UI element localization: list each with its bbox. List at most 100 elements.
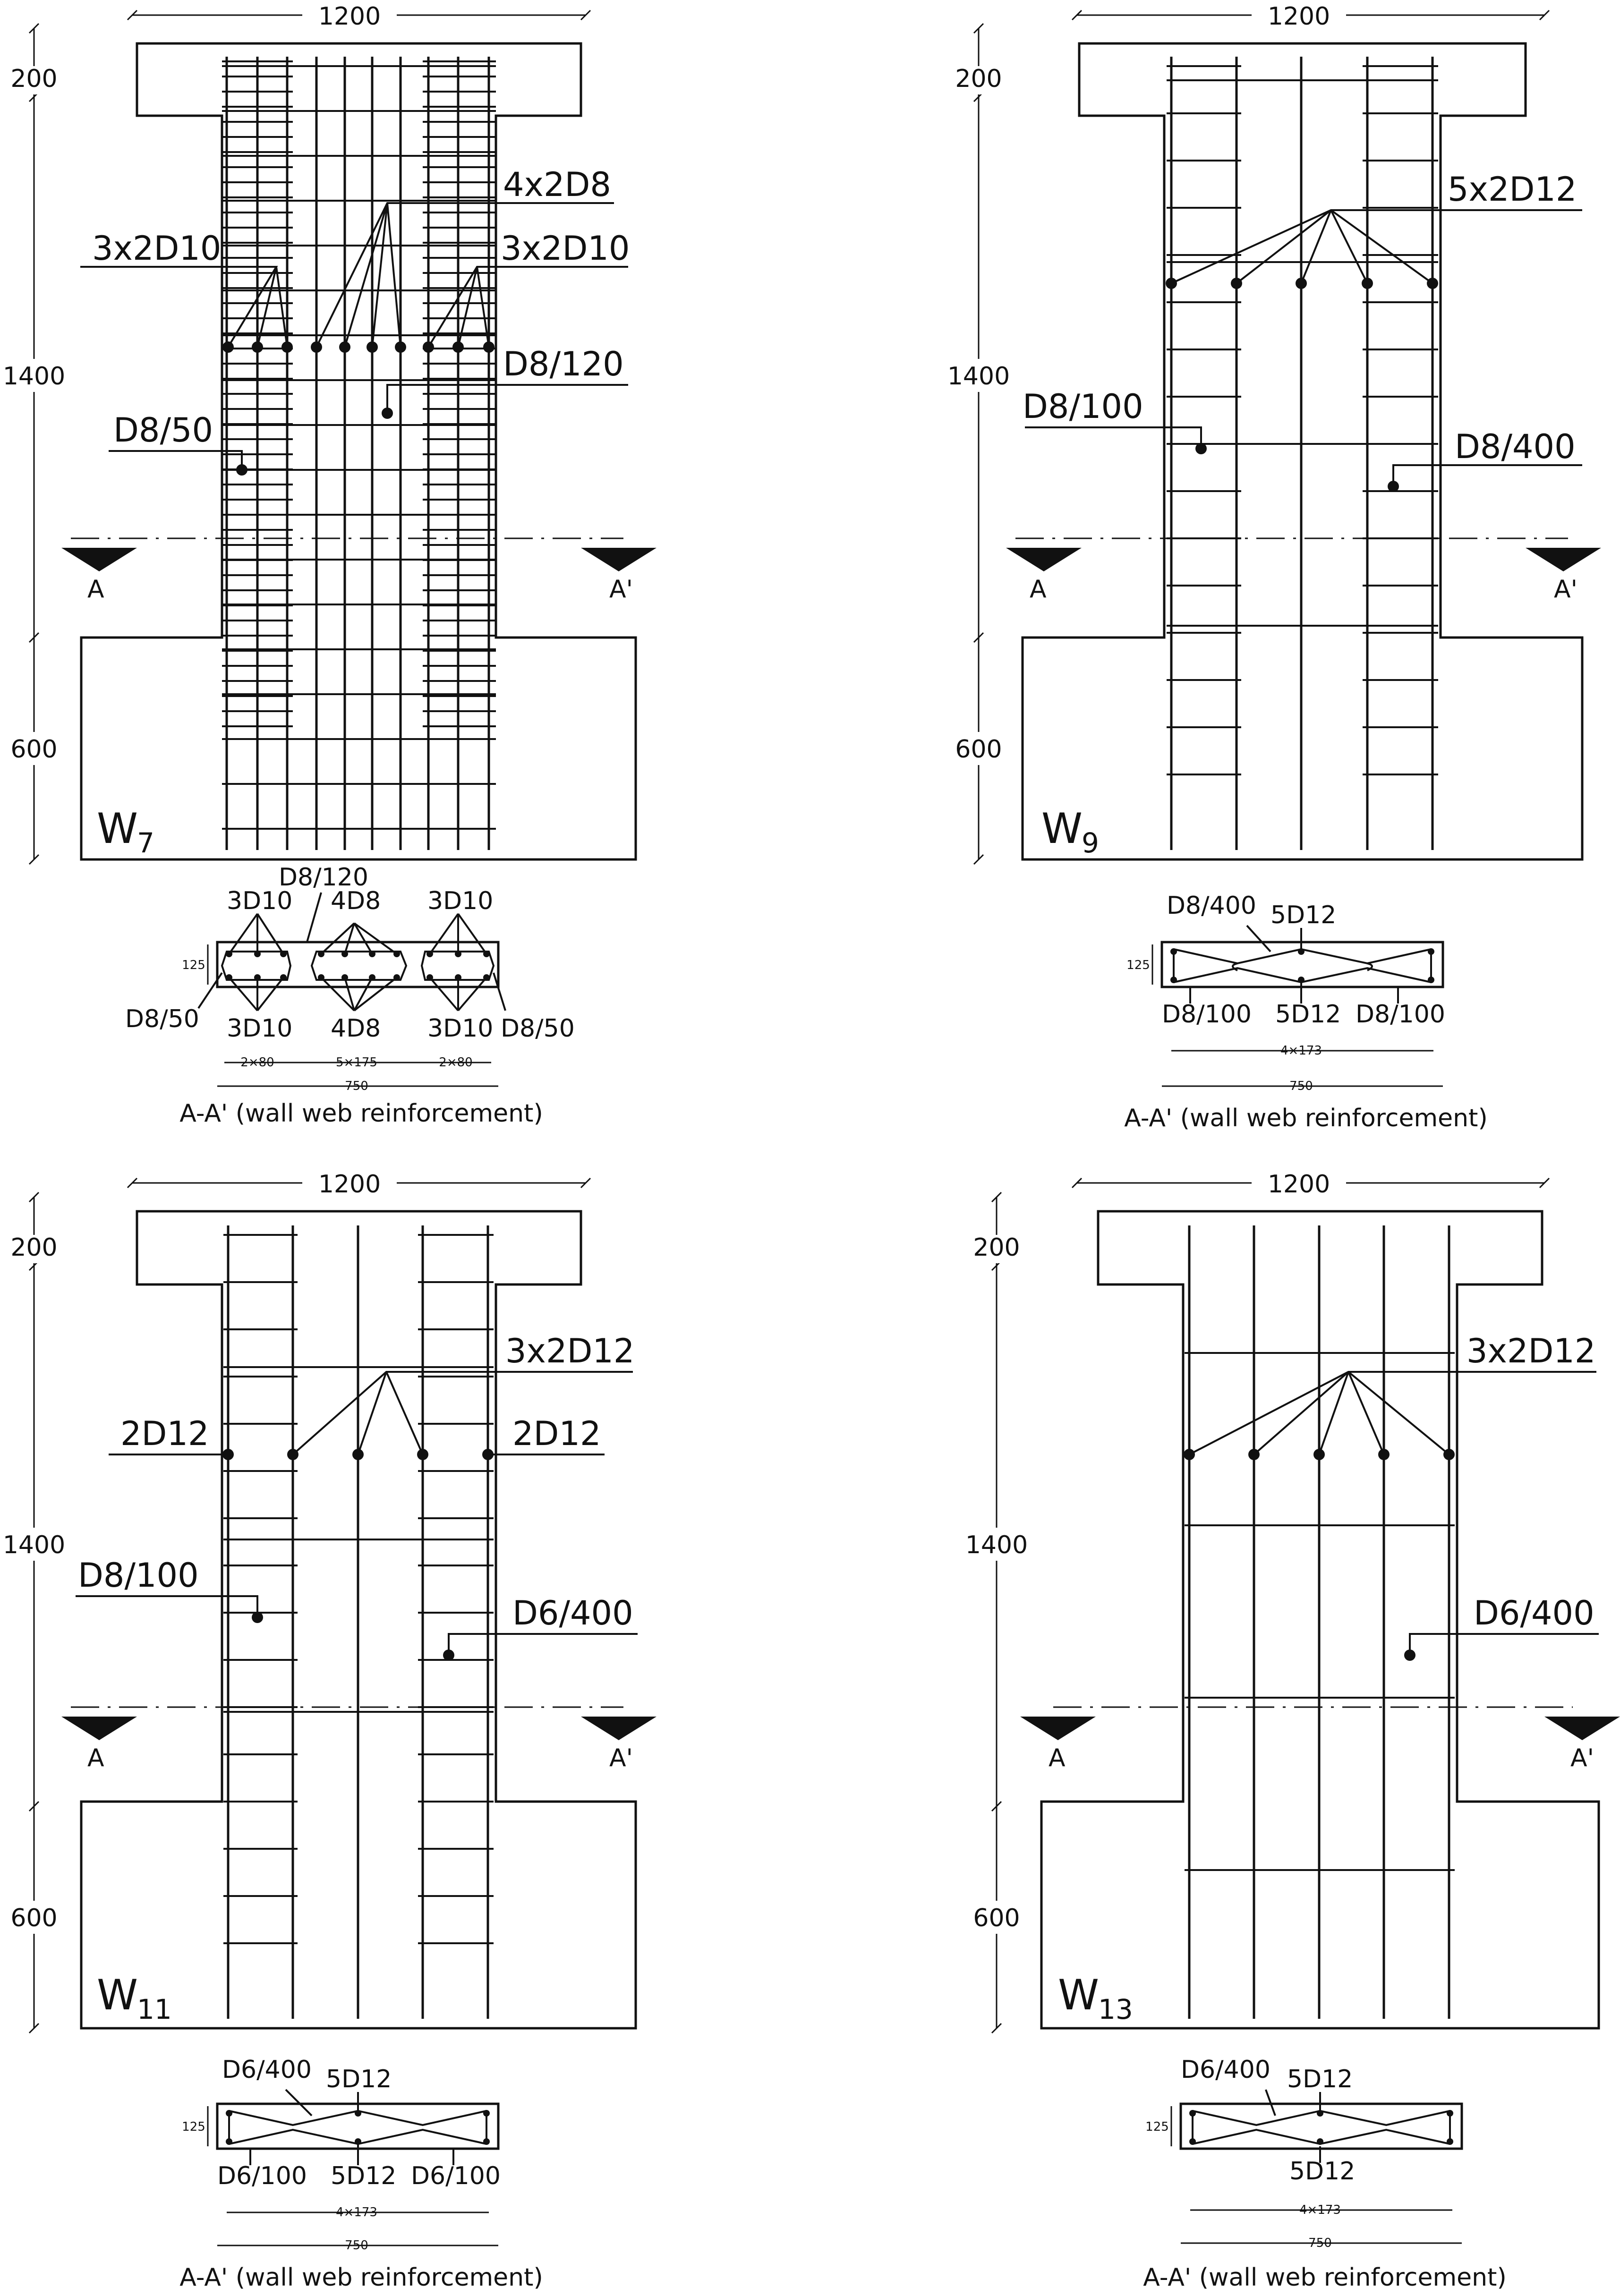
section-top-label-1: D8/400: [1167, 892, 1256, 920]
section-caption: A-A' (wall web reinforcement): [1124, 1104, 1487, 1132]
specimen-title-subscript: 7: [137, 827, 154, 859]
vertical-bars: [1188, 1225, 1450, 2019]
section-top-label-2: 5D12: [326, 2065, 392, 2093]
middle-bars-label: 3x2D12: [505, 1332, 634, 1370]
section-bottom-label-3: 4D8: [331, 1014, 381, 1043]
width-dim-label: 1200: [1268, 2, 1330, 31]
section-mark-left: A: [87, 575, 104, 604]
wall-outline: [1021, 42, 1584, 861]
section-bottom-label-2: 5D12: [1275, 1000, 1341, 1029]
section-bottom-label-3: D8/100: [1356, 1000, 1445, 1029]
panel-w9: 1200 200 1400 600 A A': [947, 1, 1601, 1132]
section-top-label-2: D8/120: [279, 863, 368, 892]
section-top-label-2: 5D12: [1287, 2065, 1353, 2093]
section-caption: A-A' (wall web reinforcement): [179, 1099, 543, 1128]
end-bars-left-label: 2D12: [120, 1414, 209, 1453]
cross-section-w13: D6/400 5D12 5D12 125 4×173 750 A-A' (wal…: [1143, 2056, 1506, 2292]
section-caption: A-A' (wall web reinforcement): [1143, 2263, 1506, 2292]
specimen-title: W: [1058, 1971, 1099, 2019]
top-height-dim-label: 200: [955, 65, 1002, 93]
bottom-height-dim-label: 600: [10, 1904, 57, 1932]
end-ties-label: D8/50: [113, 411, 213, 450]
middle-height-dim-label: 1400: [3, 1531, 65, 1559]
section-bottom-label-5: D8/50: [501, 1014, 575, 1043]
section-dim-part-1: 2×80: [240, 1055, 274, 1070]
section-dim-part-3: 2×80: [439, 1055, 472, 1070]
section-arrow-right-icon: [581, 548, 657, 571]
section-bottom-label-1: D6/100: [217, 2162, 307, 2190]
section-bottom-label-1: D8/100: [1162, 1000, 1252, 1029]
section-dim-part-2: 5×175: [336, 1055, 377, 1070]
section-arrow-right-icon: [581, 1717, 657, 1740]
specimen-title: W: [1041, 804, 1083, 853]
vertical-bars: [1170, 57, 1434, 850]
section-dim-total: 750: [345, 2238, 368, 2253]
section-dim-part-1: 4×173: [1299, 2203, 1341, 2217]
bottom-height-dim-label: 600: [973, 1904, 1020, 1932]
specimen-title-subscript: 11: [137, 1993, 172, 2025]
end-ties-label: D8/100: [78, 1556, 199, 1595]
section-dim-part-1: 4×173: [336, 2205, 377, 2219]
width-dim-label: 1200: [318, 1170, 381, 1199]
section-bottom-label-1: 5D12: [1289, 2157, 1355, 2185]
top-height-dim-label: 200: [973, 1233, 1020, 1262]
section-mark-right: A': [609, 575, 633, 604]
top-height-dim-label: 200: [10, 1233, 57, 1262]
web-ties-label: D8/120: [503, 345, 624, 383]
cross-section-w9: D8/400 5D12 D8/100 5D12 D8/100 125 4×173…: [1124, 892, 1487, 1132]
web-ties: [1185, 1352, 1455, 1871]
wall-outline: [1040, 1210, 1600, 2030]
end-bars-right-label: 2D12: [512, 1414, 601, 1453]
panel-w13: 1200 200 1400 600 A A': [965, 1169, 1620, 2292]
section-mark-right: A': [609, 1744, 633, 1772]
specimen-title: W: [97, 804, 138, 853]
section-top-label-1: D6/400: [1181, 2056, 1270, 2084]
end-bars-left-label: 3x2D10: [92, 229, 221, 268]
section-thickness-label: 125: [182, 2120, 205, 2134]
section-top-label-3: 4D8: [331, 887, 381, 915]
vertical-bars-label: 5x2D12: [1448, 170, 1577, 209]
section-mark-left: A: [1049, 1744, 1066, 1772]
width-dim-label: 1200: [1268, 1170, 1330, 1199]
section-arrow-left-icon: [61, 548, 137, 571]
cross-section-w11: D6/400 5D12 D6/100 5D12 D6/100 125 4×173…: [179, 2056, 543, 2292]
section-caption: A-A' (wall web reinforcement): [179, 2263, 543, 2292]
specimen-title-subscript: 13: [1098, 1993, 1133, 2025]
end-ties-label: D8/100: [1023, 387, 1143, 426]
section-top-label-1: D6/400: [222, 2056, 312, 2084]
section-mark-left: A: [87, 1744, 104, 1772]
section-arrow-right-icon: [1526, 548, 1601, 571]
end-bars-right-label: 3x2D10: [501, 229, 630, 268]
middle-height-dim-label: 1400: [965, 1531, 1028, 1559]
middle-height-dim-label: 1400: [947, 362, 1010, 391]
section-mark-left: A: [1030, 575, 1047, 604]
section-thickness-label: 125: [1145, 2120, 1169, 2134]
wall-outline: [80, 1210, 637, 2030]
section-arrow-left-icon: [61, 1717, 137, 1740]
web-bars-label: 4x2D8: [503, 165, 611, 204]
panel-w11: 1200 200 1400 600 A A': [3, 1169, 657, 2292]
section-top-label-4: 3D10: [427, 887, 493, 915]
web-ties-label: D8/400: [1455, 427, 1576, 466]
web-ties-label: D6/400: [1474, 1594, 1594, 1633]
section-arrow-left-icon: [1020, 1717, 1096, 1740]
section-dim-total: 750: [1308, 2236, 1332, 2250]
top-height-dim-label: 200: [10, 65, 57, 93]
section-thickness-label: 125: [1126, 958, 1150, 972]
section-top-label-1: 3D10: [227, 887, 292, 915]
bottom-height-dim-label: 600: [10, 735, 57, 764]
end-ties: [1167, 65, 1438, 775]
section-bottom-label-1: D8/50: [125, 1005, 199, 1033]
section-top-label-2: 5D12: [1270, 901, 1336, 929]
section-arrow-left-icon: [1006, 548, 1082, 571]
section-thickness-label: 125: [182, 958, 205, 972]
end-ties: [222, 60, 496, 830]
web-ties-label: D6/400: [512, 1594, 633, 1633]
section-dim-total: 750: [345, 1079, 368, 1093]
section-mark-right: A': [1554, 575, 1577, 604]
panel-w7: 1200 200 1400 600: [3, 1, 657, 1128]
wall-outline: [80, 42, 637, 861]
section-bottom-label-2: 5D12: [331, 2162, 396, 2190]
specimen-title: W: [97, 1971, 138, 2019]
